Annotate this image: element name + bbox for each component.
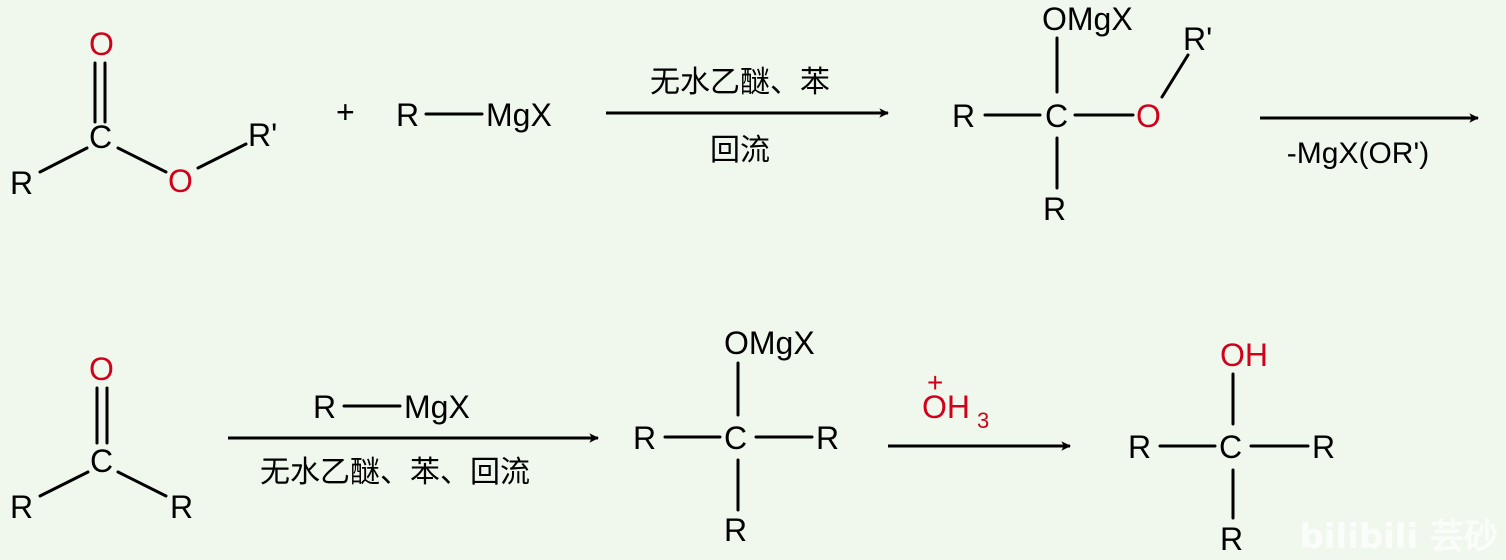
- product-r-bottom: R: [1220, 521, 1243, 557]
- int2-r-bottom: R: [724, 512, 747, 548]
- intermediate-2: OMgX C R R R: [633, 325, 839, 548]
- ester-bond-o-rprime: [196, 142, 248, 170]
- ester-r: R: [10, 165, 33, 201]
- ketone-molecule: O C R R: [10, 351, 193, 525]
- ester-ether-o: O: [168, 163, 193, 199]
- watermark: bilibili 芸砂: [1300, 517, 1498, 557]
- ketone-bond-c-r-left: [38, 470, 90, 498]
- arrow-3-condition-below: 无水乙醚、苯、回流: [260, 455, 530, 490]
- reaction-arrow-3: R MgX 无水乙醚、苯、回流: [228, 389, 599, 490]
- arrow-3-grignard-mgx: MgX: [404, 389, 470, 425]
- ketone-bond-c-r-right: [116, 470, 168, 498]
- arrow-1-condition-above: 无水乙醚、苯: [650, 65, 830, 100]
- int1-omgx: OMgX: [1042, 1, 1133, 37]
- grignard-mgx: MgX: [486, 97, 552, 133]
- grignard-r: R: [396, 97, 419, 133]
- ester-carbon: C: [89, 119, 112, 155]
- ketone-r-left: R: [10, 489, 33, 525]
- arrow-3-grignard-r: R: [313, 389, 336, 425]
- int1-r-left: R: [952, 98, 975, 134]
- ester-carbonyl-o: O: [89, 26, 114, 62]
- arrow-2-condition-below: -MgX(OR'): [1287, 137, 1429, 170]
- hydronium-subscript: 3: [977, 408, 989, 433]
- plus-sign: +: [336, 94, 355, 130]
- ketone-r-right: R: [170, 489, 193, 525]
- product-carbon: C: [1219, 429, 1242, 465]
- int1-r-prime: R': [1183, 21, 1212, 57]
- reaction-arrow-2: -MgX(OR'): [1260, 113, 1479, 170]
- hydronium-oh: OH: [922, 389, 970, 425]
- ester-molecule: O C O R R': [10, 26, 277, 201]
- ester-r-prime: R': [248, 117, 277, 153]
- ester-bond-c-o: [116, 146, 168, 174]
- hydronium-plus: +: [927, 367, 943, 398]
- arrow-1-condition-below: 回流: [710, 133, 770, 168]
- int1-r-bottom: R: [1043, 191, 1066, 227]
- grignard-reagent-1: R MgX: [396, 97, 552, 133]
- reaction-arrow-4: + OH 3: [888, 367, 1071, 451]
- product-oh: OH: [1220, 337, 1268, 373]
- int2-carbon: C: [724, 420, 747, 456]
- int1-bond-o-rprime: [1160, 53, 1190, 99]
- int1-o: O: [1136, 98, 1161, 134]
- alcohol-product: OH C R R R: [1128, 337, 1335, 557]
- product-r-left: R: [1128, 429, 1151, 465]
- ketone-carbon: C: [90, 443, 113, 479]
- reaction-arrow-1: 无水乙醚、苯 回流: [606, 65, 889, 168]
- product-r-right: R: [1312, 429, 1335, 465]
- int2-r-right: R: [816, 420, 839, 456]
- ketone-o: O: [89, 351, 114, 387]
- intermediate-1: OMgX C R O R' R: [952, 1, 1212, 227]
- int2-r-left: R: [633, 420, 656, 456]
- ester-bond-c-r: [38, 146, 89, 174]
- int2-omgx: OMgX: [724, 325, 815, 361]
- int1-carbon: C: [1045, 98, 1068, 134]
